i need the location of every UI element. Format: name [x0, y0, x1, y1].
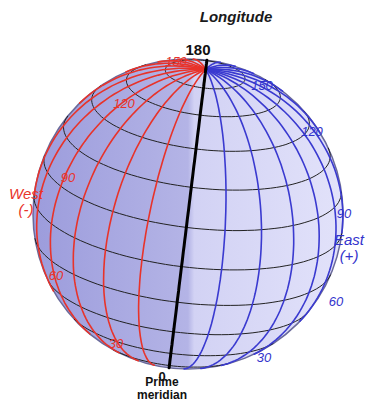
prime-meridian-label: Prime meridian [131, 377, 193, 402]
west-degree: 150 [165, 55, 187, 69]
east-meridian [206, 69, 336, 321]
east-meridian [206, 69, 343, 233]
west-meridian [73, 69, 206, 352]
east-meridian [201, 69, 262, 368]
east-degree: 120 [301, 125, 323, 139]
west-degree: 90 [61, 171, 75, 185]
east-label: East (+) [331, 232, 367, 264]
east-degree: 60 [329, 295, 343, 309]
west-meridian [37, 69, 206, 291]
west-meridian [139, 69, 206, 365]
prime-meridian-line [169, 69, 206, 367]
west-degree: 30 [109, 337, 123, 351]
prime-meridian-line [206, 60, 207, 69]
east-degree: 150 [251, 79, 273, 93]
globe-sphere [33, 59, 343, 369]
east-meridian [206, 69, 320, 132]
graticule [34, 59, 343, 369]
east-meridian [206, 68, 254, 74]
east-degree: 30 [257, 351, 271, 365]
west-label: West (-) [6, 186, 46, 218]
east-meridian [206, 69, 319, 354]
meridian-number: 180 [185, 42, 210, 58]
east-degree: 90 [337, 207, 351, 221]
west-meridian [104, 69, 206, 360]
east-meridian [184, 69, 226, 369]
west-meridian [50, 69, 205, 334]
west-degree: 120 [113, 97, 135, 111]
diagram-title: Longitude [200, 9, 272, 25]
east-meridian [206, 69, 294, 365]
west-degree: 60 [49, 269, 63, 283]
